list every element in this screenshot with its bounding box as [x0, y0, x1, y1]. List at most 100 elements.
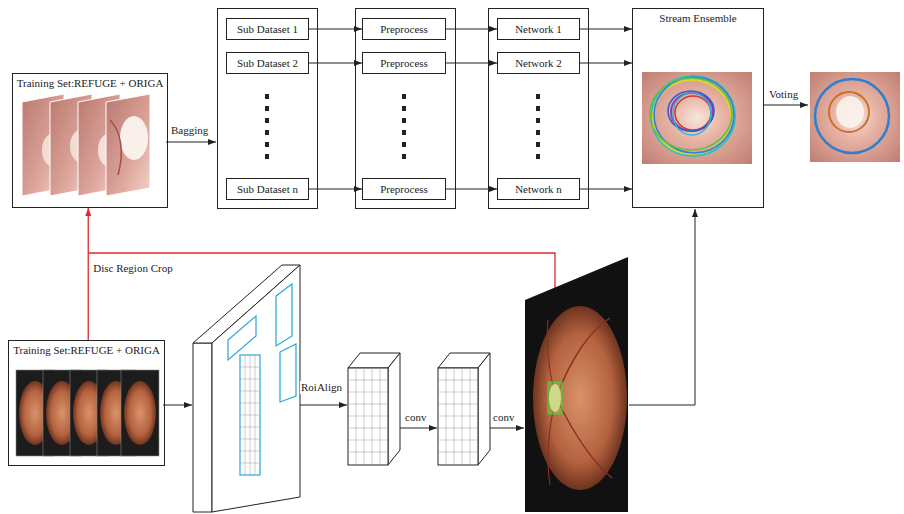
- disc-crop-stack: [106, 94, 150, 196]
- grid: [462, 368, 463, 465]
- roi-box: [240, 355, 260, 475]
- roi-box: [228, 316, 256, 360]
- roi-box: [280, 344, 296, 402]
- ellipsis-dots: [265, 154, 269, 159]
- grid: [348, 368, 478, 465]
- ellipsis-dots: [265, 94, 540, 159]
- process-box: Preprocess: [362, 52, 446, 74]
- grid: [348, 404, 388, 405]
- box-label: Network 2: [515, 57, 562, 70]
- column-frame: [489, 9, 589, 209]
- connector-arrow: [446, 29, 497, 30]
- ensemble-image: [650, 78, 732, 150]
- grid: [438, 392, 478, 393]
- grid: [438, 452, 478, 453]
- ellipsis-dots: [265, 130, 269, 135]
- grid: [438, 416, 478, 417]
- result-image: [829, 92, 869, 132]
- ellipsis-dots: [265, 142, 269, 147]
- feature-map: [193, 265, 300, 512]
- box-label: Stream Ensemble: [659, 12, 736, 25]
- feature-block: [388, 353, 400, 465]
- box-label: Sub Dataset 1: [237, 23, 298, 36]
- grid: [348, 428, 388, 429]
- feature-block: [348, 368, 388, 465]
- annotation-label: Bagging: [170, 124, 209, 137]
- ensemble-image: [673, 93, 711, 135]
- grid: [240, 367, 260, 368]
- ellipsis-dots: [402, 106, 406, 111]
- result-image: [810, 72, 900, 162]
- flow-arrow: [163, 405, 192, 406]
- box-label: Training Set:REFUGE + ORIGA: [17, 77, 164, 90]
- process-box: Network 2: [497, 52, 580, 74]
- ellipsis-dots: [536, 154, 540, 159]
- grid: [470, 368, 471, 465]
- feature-block: [478, 353, 490, 465]
- process-box: Preprocess: [362, 18, 446, 40]
- flow-arrow: [764, 105, 808, 106]
- disc-crop-stack: [120, 116, 148, 160]
- ensemble-image: [651, 76, 735, 156]
- grid: [240, 439, 260, 440]
- grid: [348, 392, 388, 393]
- grid: [240, 463, 260, 464]
- fundus-stack: [121, 370, 159, 456]
- fundus-photo: [533, 306, 627, 490]
- grid: [348, 440, 388, 441]
- ellipsis-dots: [265, 94, 269, 99]
- annotation-label: conv: [492, 411, 515, 424]
- ensemble-image: [642, 72, 752, 164]
- grid: [380, 368, 381, 465]
- grid: [356, 368, 357, 465]
- grid: [364, 368, 365, 465]
- fundus-photo: [525, 257, 628, 512]
- ensemble-box: Stream Ensemble: [632, 8, 764, 208]
- grid: [240, 415, 260, 416]
- result-image: [836, 96, 864, 128]
- grid: [240, 451, 260, 452]
- connector-arrow: [88, 208, 89, 340]
- connector-arrow: [309, 63, 362, 64]
- box-label: Network 1: [515, 23, 562, 36]
- feature-block: [348, 353, 490, 465]
- result-image: [810, 72, 900, 162]
- ellipsis-dots: [536, 142, 540, 147]
- connector-arrow: [309, 29, 362, 30]
- box-label: Preprocess: [380, 183, 428, 196]
- feature-map: [193, 343, 212, 512]
- box-label: Preprocess: [380, 23, 428, 36]
- annotation-label: Voting: [768, 88, 799, 101]
- ellipsis-dots: [402, 94, 406, 99]
- grid: [348, 452, 388, 453]
- annotation-label: RoiAlign: [300, 381, 343, 394]
- connector-arrow: [446, 63, 497, 64]
- ellipsis-dots: [536, 106, 540, 111]
- dataset-box: Training Set:REFUGE + ORIGA: [8, 340, 165, 466]
- ellipsis-dots: [536, 130, 540, 135]
- ellipsis-dots: [265, 118, 269, 123]
- ellipsis-dots: [536, 118, 540, 123]
- edge-label: Disc Region Crop: [92, 262, 173, 275]
- grid: [240, 355, 260, 475]
- process-box: Preprocess: [362, 178, 446, 200]
- box-label: Preprocess: [380, 57, 428, 70]
- flow-arrow: [629, 209, 695, 405]
- process-box: Sub Dataset 1: [226, 18, 309, 40]
- grid: [438, 380, 478, 381]
- dataset-box: Training Set:REFUGE + ORIGA: [12, 73, 169, 208]
- ellipsis-dots: [265, 106, 269, 111]
- grid: [438, 440, 478, 441]
- connector-arrow: [580, 29, 632, 30]
- grid: [454, 368, 455, 465]
- roi-box: [276, 284, 292, 346]
- grid: [348, 380, 388, 381]
- flow-arrow: [166, 142, 216, 143]
- box-label: Sub Dataset 2: [237, 57, 298, 70]
- feature-map: [212, 265, 300, 512]
- fundus-stack: [124, 381, 156, 445]
- disc-crop-stack: [22, 94, 150, 196]
- fundus-photo: [556, 398, 612, 478]
- box-label: Training Set:REFUGE + ORIGA: [13, 344, 160, 357]
